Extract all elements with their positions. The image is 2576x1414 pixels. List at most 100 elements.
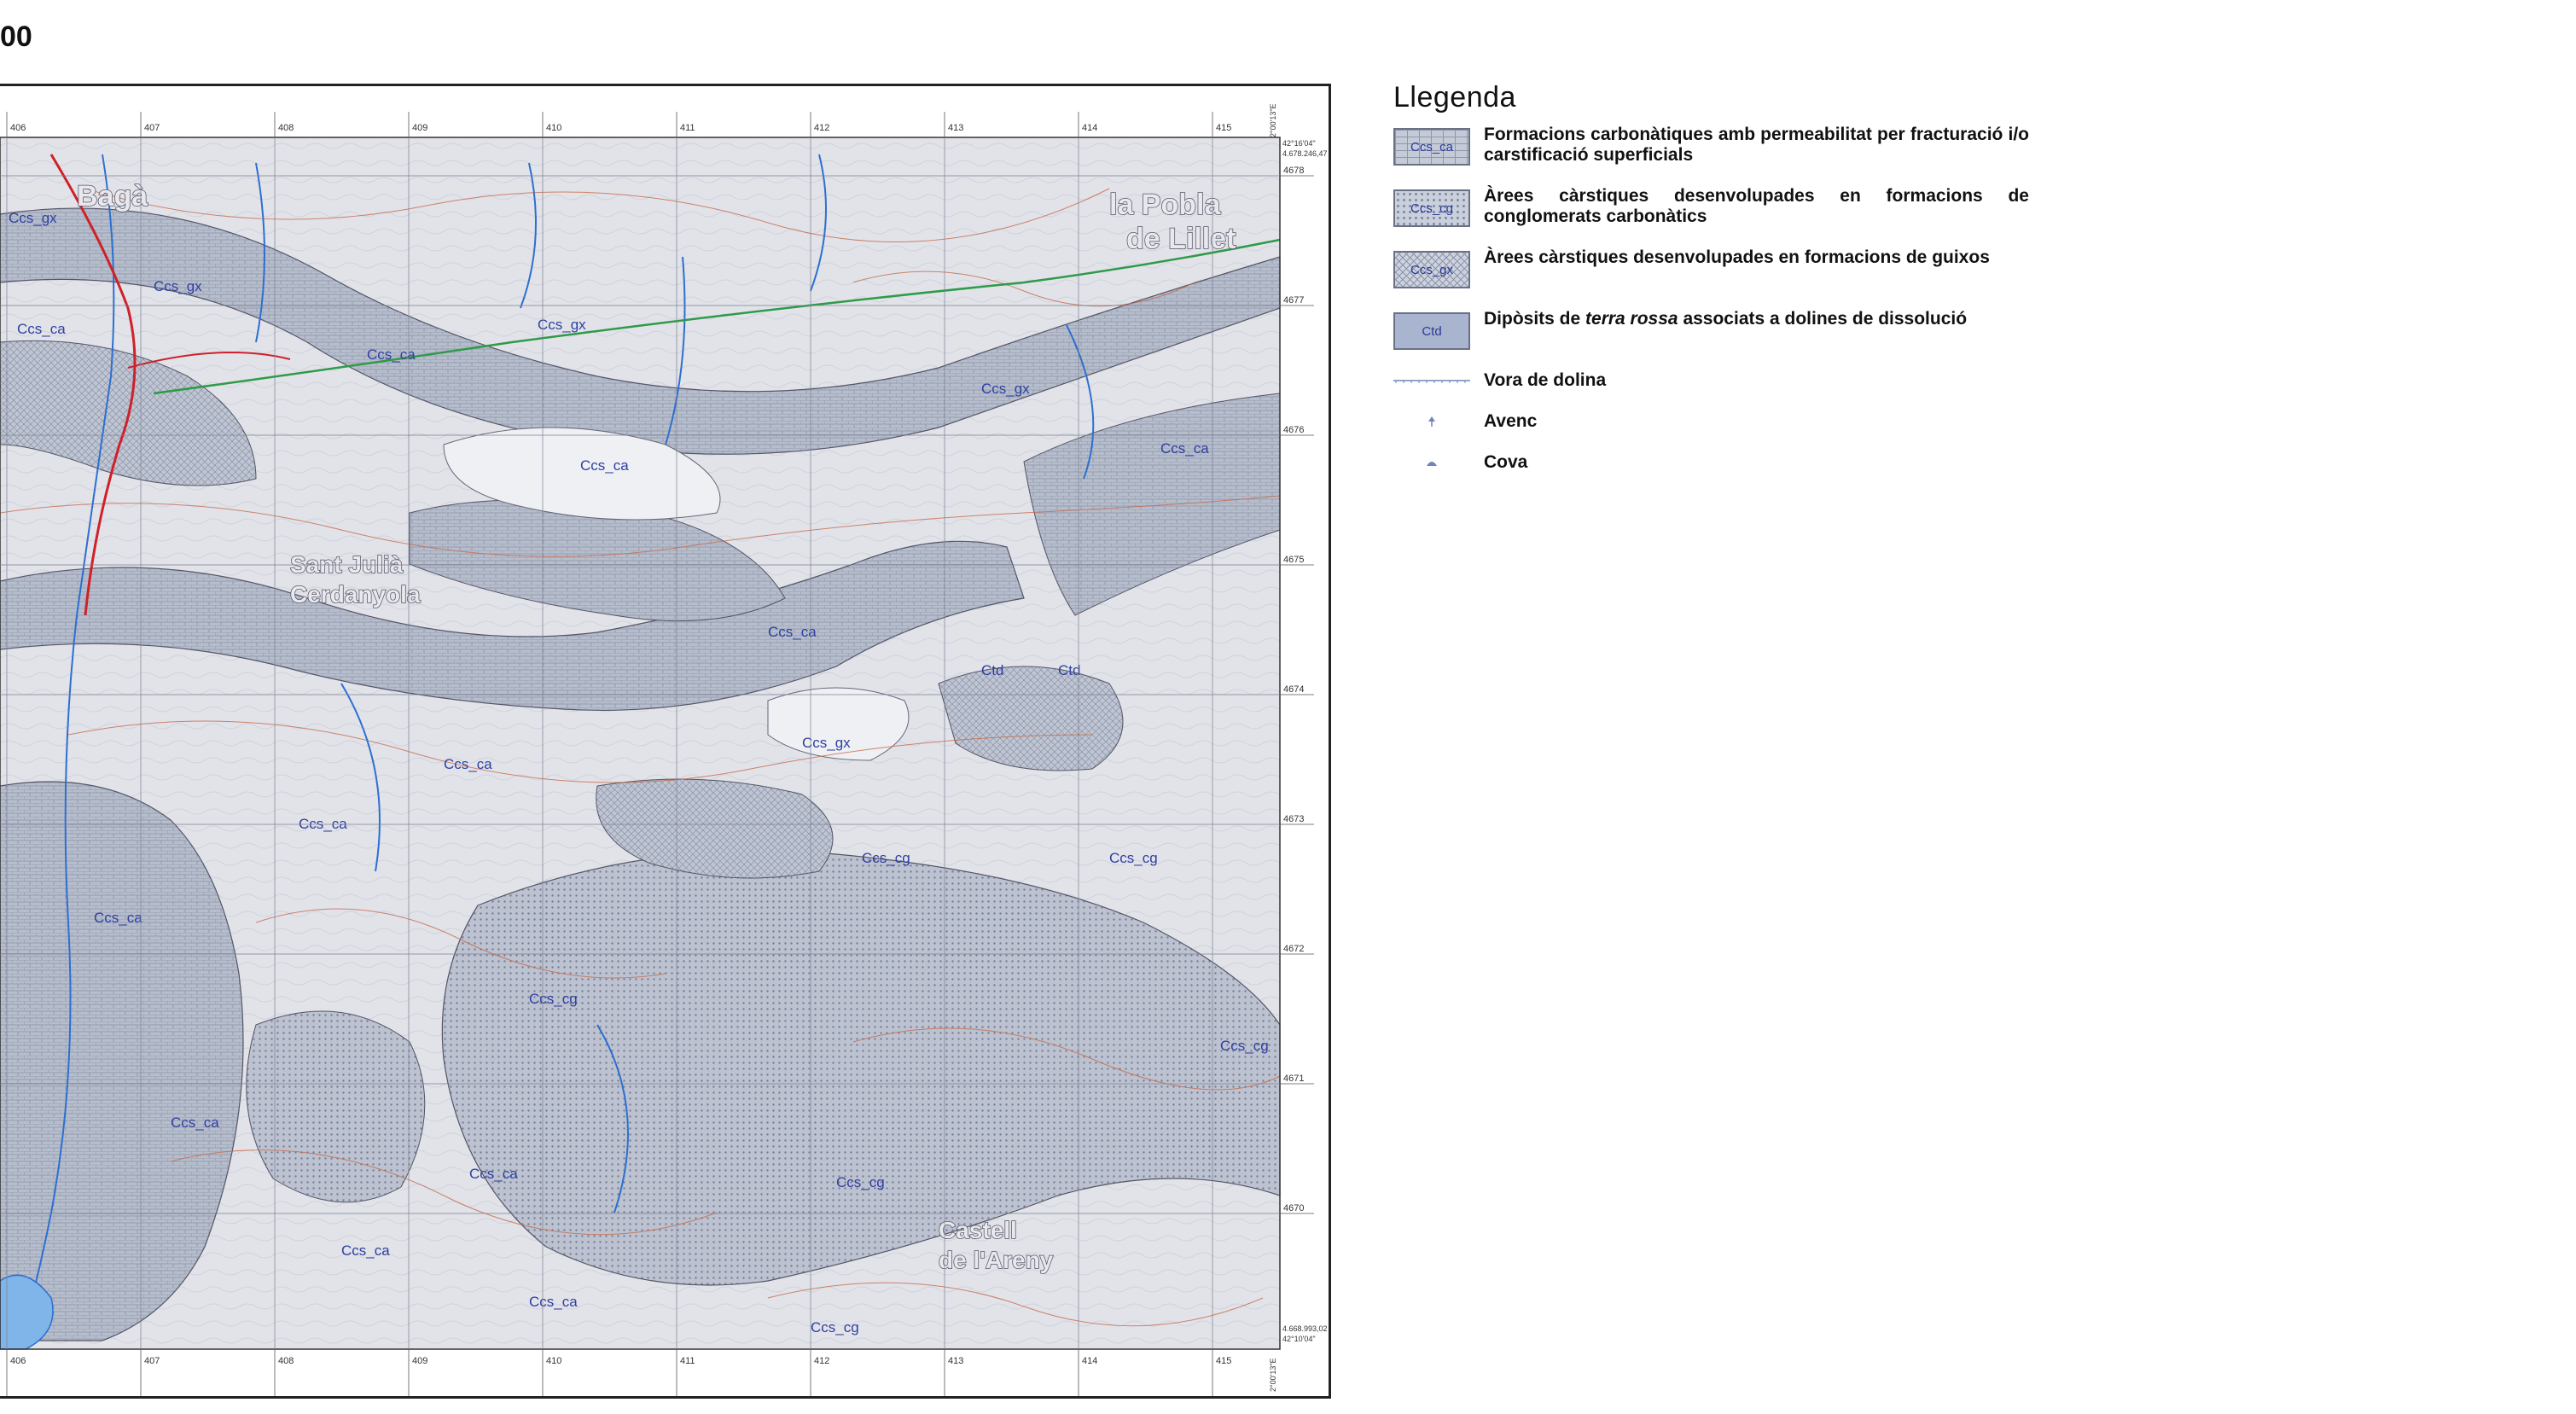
lake <box>0 1274 54 1350</box>
unit-label: Ccs_ca <box>768 624 817 640</box>
y-tick-label-right: 4670 <box>1283 1203 1304 1213</box>
legend-text-ctd-after: associats a dolines de dissolució <box>1678 309 1968 329</box>
unit-label: Ccs_gx <box>154 278 202 294</box>
corner-coord-top-right-2: 4.678.246,47 <box>1282 149 1328 158</box>
contour-lines <box>0 188 1281 1327</box>
formation-gx <box>596 778 834 879</box>
legend-text-ctd-before: Dipòsits de <box>1484 309 1586 329</box>
place-castell-2: de l'Areny <box>939 1247 1054 1273</box>
unit-label: Ccs_ca <box>1160 440 1209 457</box>
unit-label: Ctd <box>1058 662 1080 678</box>
legend-item-avenc: Avenc <box>1393 411 2029 432</box>
legend-text-ccs-cg: Àrees càrstiques desenvolupades en forma… <box>1484 186 2029 226</box>
legend-swatch-ccs-cg: Ccs_cg <box>1393 189 1470 227</box>
x-tick-label-bottom: 406 <box>10 1356 26 1366</box>
place-sant-julia: Sant Julià <box>290 551 404 578</box>
legend-item-ccs-gx: Ccs_gx Àrees càrstiques desenvolupades e… <box>1393 247 2029 288</box>
legend-item-ccs-ca: Ccs_ca Formacions carbonàtiques amb perm… <box>1393 125 2029 166</box>
x-tick-label-top: 411 <box>680 123 695 133</box>
legend-swatch-ccs-gx: Ccs_gx <box>1393 251 1470 288</box>
corner-coord-top-right-1: 42°16'04" <box>1282 139 1316 148</box>
boundary <box>153 238 1281 395</box>
formation-ca <box>1023 393 1281 616</box>
corner-coord-top-vertical: 2°00'13"E <box>1269 103 1277 137</box>
unit-label: Ccs_cg <box>862 850 910 866</box>
formation-cg <box>246 1010 426 1203</box>
legend-text-ctd: Dipòsits de terra rossa associats a doli… <box>1484 309 1967 329</box>
y-tick-label-right: 4673 <box>1283 814 1304 824</box>
legend-item-vora-dolina: Vora de dolina <box>1393 370 2029 391</box>
unit-label: Ccs_ca <box>367 346 416 363</box>
y-tick-label-right: 4672 <box>1283 944 1304 954</box>
x-tick-label-bottom: 409 <box>412 1356 427 1366</box>
legend-text-cova: Cova <box>1484 452 1528 472</box>
formation-ca <box>0 781 244 1341</box>
unit-label: Ccs_ca <box>171 1114 219 1131</box>
doline-edge-symbol <box>1393 370 1470 391</box>
legend-text-ccs-gx: Àrees càrstiques desenvolupades en forma… <box>1484 247 1990 267</box>
x-tick-label-top: 406 <box>10 123 26 133</box>
x-tick-label-bottom: 414 <box>1082 1356 1097 1366</box>
x-tick-label-top: 407 <box>144 123 160 133</box>
unit-label: Ccs_gx <box>802 735 851 751</box>
legend-item-cova: Cova <box>1393 452 2029 473</box>
place-castell: Castell <box>939 1217 1017 1243</box>
unit-label: Ccs_ca <box>444 756 492 772</box>
map-neatline <box>0 137 1281 1350</box>
x-tick-label-bottom: 411 <box>680 1356 695 1366</box>
unit-label: Ccs_cg <box>811 1319 859 1335</box>
unit-label: Ccs_gx <box>981 381 1030 397</box>
legend-item-ctd: Ctd Dipòsits de terra rossa associats a … <box>1393 309 2029 350</box>
unit-label: Ccs_gx <box>538 317 586 333</box>
x-tick-label-bottom: 410 <box>546 1356 561 1366</box>
y-tick-label-right: 4677 <box>1283 295 1304 305</box>
legend-swatch-ctd: Ctd <box>1393 312 1470 350</box>
geological-map[interactable]: Bagà la Pobla de Lillet Sant Julià Cerda… <box>0 86 1329 1399</box>
map-content: Bagà la Pobla de Lillet Sant Julià Cerda… <box>0 137 1281 1350</box>
x-tick-label-top: 410 <box>546 123 561 133</box>
legend-swatch-ccs-ca: Ccs_ca <box>1393 128 1470 166</box>
unit-label: Ctd <box>981 662 1003 678</box>
legend-text-ctd-italic: terra rossa <box>1585 309 1678 329</box>
place-cerdanyola: Cerdanyola <box>290 581 421 608</box>
unit-label: Ccs_ca <box>341 1242 390 1259</box>
unit-label: Ccs_ca <box>580 457 629 474</box>
unit-label: Ccs_ca <box>17 321 66 337</box>
place-pobla-2: de Lillet <box>1126 223 1236 255</box>
unit-label: Ccs_cg <box>1220 1038 1269 1054</box>
place-baga: Bagà <box>77 180 148 212</box>
legend-item-ccs-cg: Ccs_cg Àrees càrstiques desenvolupades e… <box>1393 186 2029 227</box>
x-tick-label-bottom: 415 <box>1216 1356 1231 1366</box>
legend-text-vora-dolina: Vora de dolina <box>1484 370 1607 390</box>
unit-label: Ccs_gx <box>9 210 57 226</box>
unit-label: Ccs_cg <box>529 991 578 1007</box>
road <box>127 352 291 369</box>
unit-label: Ccs_ca <box>529 1294 578 1310</box>
place-pobla: la Pobla <box>1109 189 1221 221</box>
y-tick-label-right: 4678 <box>1283 166 1304 176</box>
cova-icon <box>1393 452 1470 473</box>
y-tick-label-right: 4676 <box>1283 425 1304 435</box>
x-tick-label-top: 409 <box>412 123 427 133</box>
formation-cg <box>441 850 1281 1286</box>
formation-ca <box>0 540 1025 712</box>
corner-coord-bottom-right-2: 42°10'04" <box>1282 1335 1316 1343</box>
legend-text-ccs-ca: Formacions carbonàtiques amb permeabilit… <box>1484 125 2029 165</box>
outcrop <box>443 427 721 521</box>
legend-title: Llegenda <box>1393 81 1516 113</box>
x-tick-label-top: 414 <box>1082 123 1097 133</box>
formation-gx <box>938 666 1124 771</box>
legend-text-avenc: Avenc <box>1484 411 1538 431</box>
x-tick-label-top: 415 <box>1216 123 1231 133</box>
x-tick-label-top: 408 <box>278 123 294 133</box>
unit-label: Ccs_ca <box>469 1166 518 1182</box>
rivers <box>16 154 1095 1350</box>
unit-label: Ccs_ca <box>299 816 347 832</box>
unit-label: Ccs_ca <box>94 910 142 926</box>
x-tick-label-bottom: 412 <box>814 1356 829 1366</box>
road <box>49 154 137 616</box>
avenc-icon <box>1393 411 1470 432</box>
y-tick-label-right: 4675 <box>1283 555 1304 565</box>
outcrop <box>767 687 910 761</box>
